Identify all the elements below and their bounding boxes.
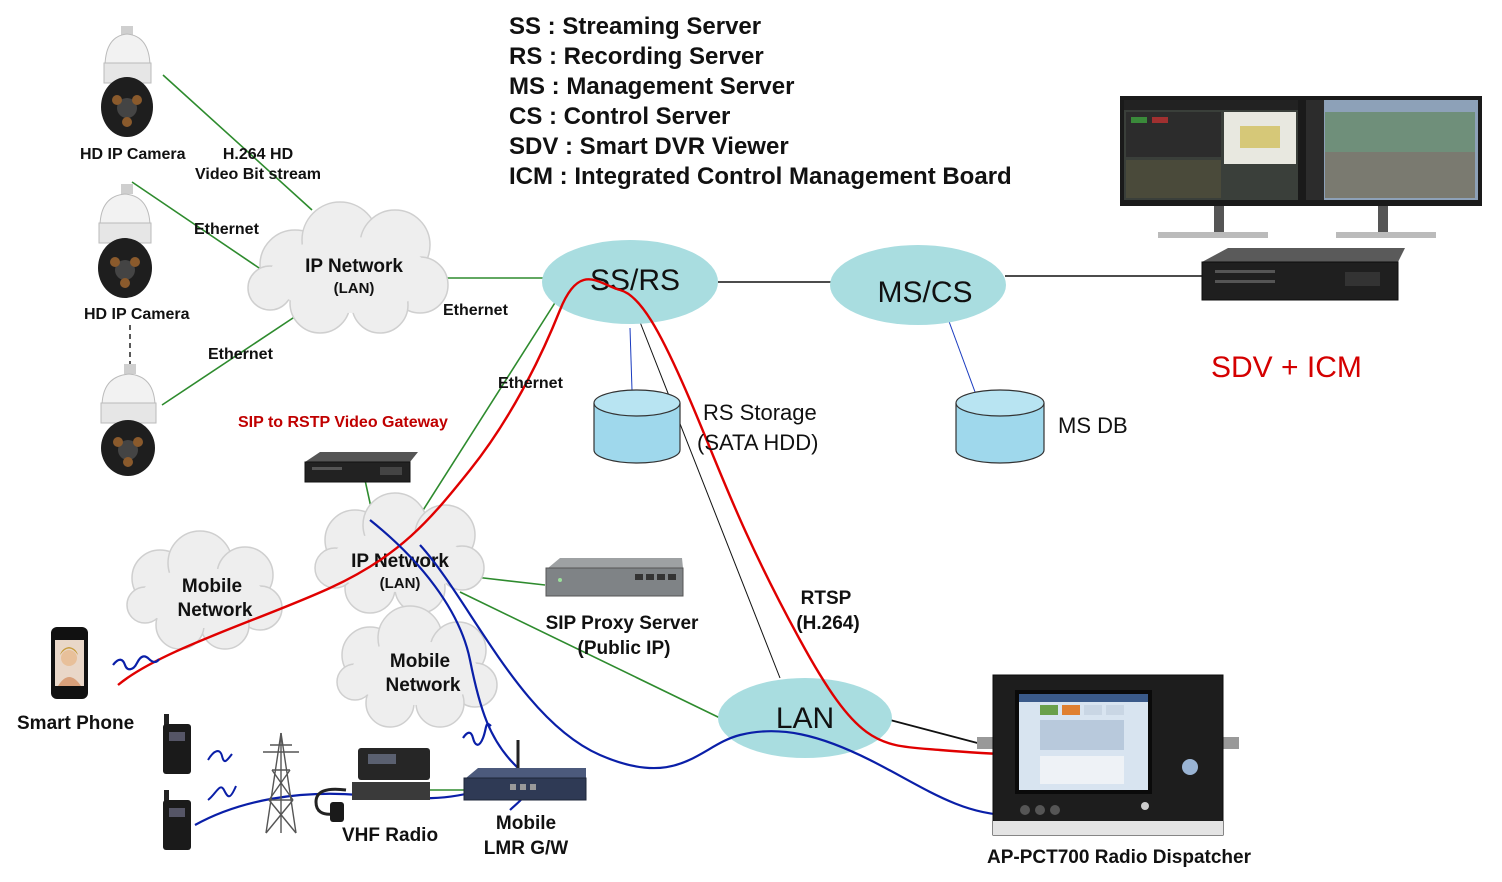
mobile-network-2-line1: Mobile — [390, 651, 450, 672]
rack-server-icon — [304, 452, 418, 483]
antenna-tower-icon — [263, 732, 299, 834]
legend: SS : Streaming Server RS : Recording Ser… — [509, 13, 1012, 190]
cloud-ip-network-top — [247, 201, 449, 334]
dispatcher-console-icon — [977, 674, 1239, 836]
ip-network-mid-sub: (LAN) — [380, 575, 421, 592]
mobile-lmr-label-1: Mobile — [496, 813, 556, 834]
dome-camera-icon — [101, 26, 153, 137]
h264-label-1: H.264 HD — [223, 146, 293, 163]
ip-network-top-label: IP Network — [305, 256, 403, 277]
cloud-mobile-network-2 — [336, 605, 498, 728]
rs-storage-label-2: (SATA HDD) — [697, 430, 818, 455]
legend-ss: SS : Streaming Server — [509, 13, 761, 40]
smart-phone-label: Smart Phone — [17, 713, 134, 734]
lmr-gateway-icon — [463, 740, 587, 801]
legend-sdv: SDV : Smart DVR Viewer — [509, 133, 789, 160]
ssrs-label: SS/RS — [590, 264, 680, 297]
ip-network-top-sub: (LAN) — [334, 280, 375, 297]
dome-camera-icon — [100, 364, 157, 476]
sdv-icm-label: SDV + ICM — [1211, 351, 1362, 384]
ipnet2-sipproxy-link — [474, 576, 546, 586]
cloud-mobile-network-1 — [126, 530, 283, 650]
ipnet2-lan-link — [459, 591, 721, 719]
vhf-radio-label: VHF Radio — [342, 825, 438, 846]
sip-proxy-icon — [545, 558, 684, 597]
rs-storage-label-1: RS Storage — [703, 400, 817, 425]
ms-db-cylinder-icon — [955, 389, 1045, 464]
h264-label-2: Video Bit stream — [195, 166, 321, 183]
ssrs-lan-link — [639, 321, 781, 679]
legend-rs: RS : Recording Server — [509, 43, 764, 70]
walkie-talkie-icon — [163, 714, 191, 774]
camera3-link — [161, 309, 306, 406]
camera1-link — [162, 74, 313, 211]
mscs-db-link — [946, 315, 979, 401]
green-links — [131, 74, 721, 791]
vhf-radio-icon — [314, 748, 430, 822]
ipnet2-ssrs-link — [419, 297, 559, 516]
red-video-path — [117, 278, 1128, 761]
legend-icm: ICM : Integrated Control Management Boar… — [509, 163, 1012, 190]
legend-ms: MS : Management Server — [509, 73, 794, 100]
ethernet-label-4: Ethernet — [498, 375, 564, 392]
mobile-lmr-label-2: LMR G/W — [484, 838, 568, 859]
blue-storage-links — [629, 315, 979, 401]
legend-cs: CS : Control Server — [509, 103, 730, 130]
smartphone-icon — [51, 627, 88, 699]
mobile-network-2-line2: Network — [386, 675, 461, 696]
ethernet-label-2: Ethernet — [208, 346, 274, 363]
dual-monitor-icon — [1120, 96, 1482, 238]
mobile-network-1-line2: Network — [178, 600, 253, 621]
mscs-node: MS/CS — [830, 245, 1006, 325]
sip-proxy-label-2: (Public IP) — [578, 638, 671, 659]
ethernet-label-3: Ethernet — [443, 302, 509, 319]
ssrs-storage-link — [629, 327, 633, 391]
black-links — [639, 275, 1202, 746]
dispatcher-label: AP-PCT700 Radio Dispatcher — [987, 847, 1252, 868]
lan-dispatcher-link — [889, 719, 986, 746]
sip-proxy-label-1: SIP Proxy Server — [546, 613, 699, 634]
lan-label: LAN — [776, 702, 834, 735]
camera2-link — [131, 181, 263, 271]
ethernet-label-1: Ethernet — [194, 221, 260, 238]
hd-camera-1-label: HD IP Camera — [80, 146, 186, 163]
dome-camera-icon — [98, 184, 152, 298]
mscs-label: MS/CS — [877, 276, 972, 309]
rack-server-icon — [1201, 248, 1405, 301]
sip-gateway-label: SIP to RSTP Video Gateway — [238, 414, 448, 431]
ip-network-mid-label: IP Network — [351, 551, 449, 572]
rtsp-label-2: (H.264) — [796, 613, 859, 634]
hd-camera-2-label: HD IP Camera — [84, 306, 190, 323]
ms-db-label: MS DB — [1058, 413, 1128, 438]
cloud-ip-network-mid — [314, 492, 485, 614]
rtsp-label-1: RTSP — [801, 588, 852, 609]
walkie-talkie-icon — [163, 790, 191, 850]
ssrs-node: SS/RS — [542, 240, 718, 324]
mobile-network-1-line1: Mobile — [182, 576, 242, 597]
rs-storage-cylinder-icon — [593, 389, 681, 464]
radio-wave-squiggles — [207, 750, 237, 801]
lan-node: LAN — [718, 678, 892, 758]
